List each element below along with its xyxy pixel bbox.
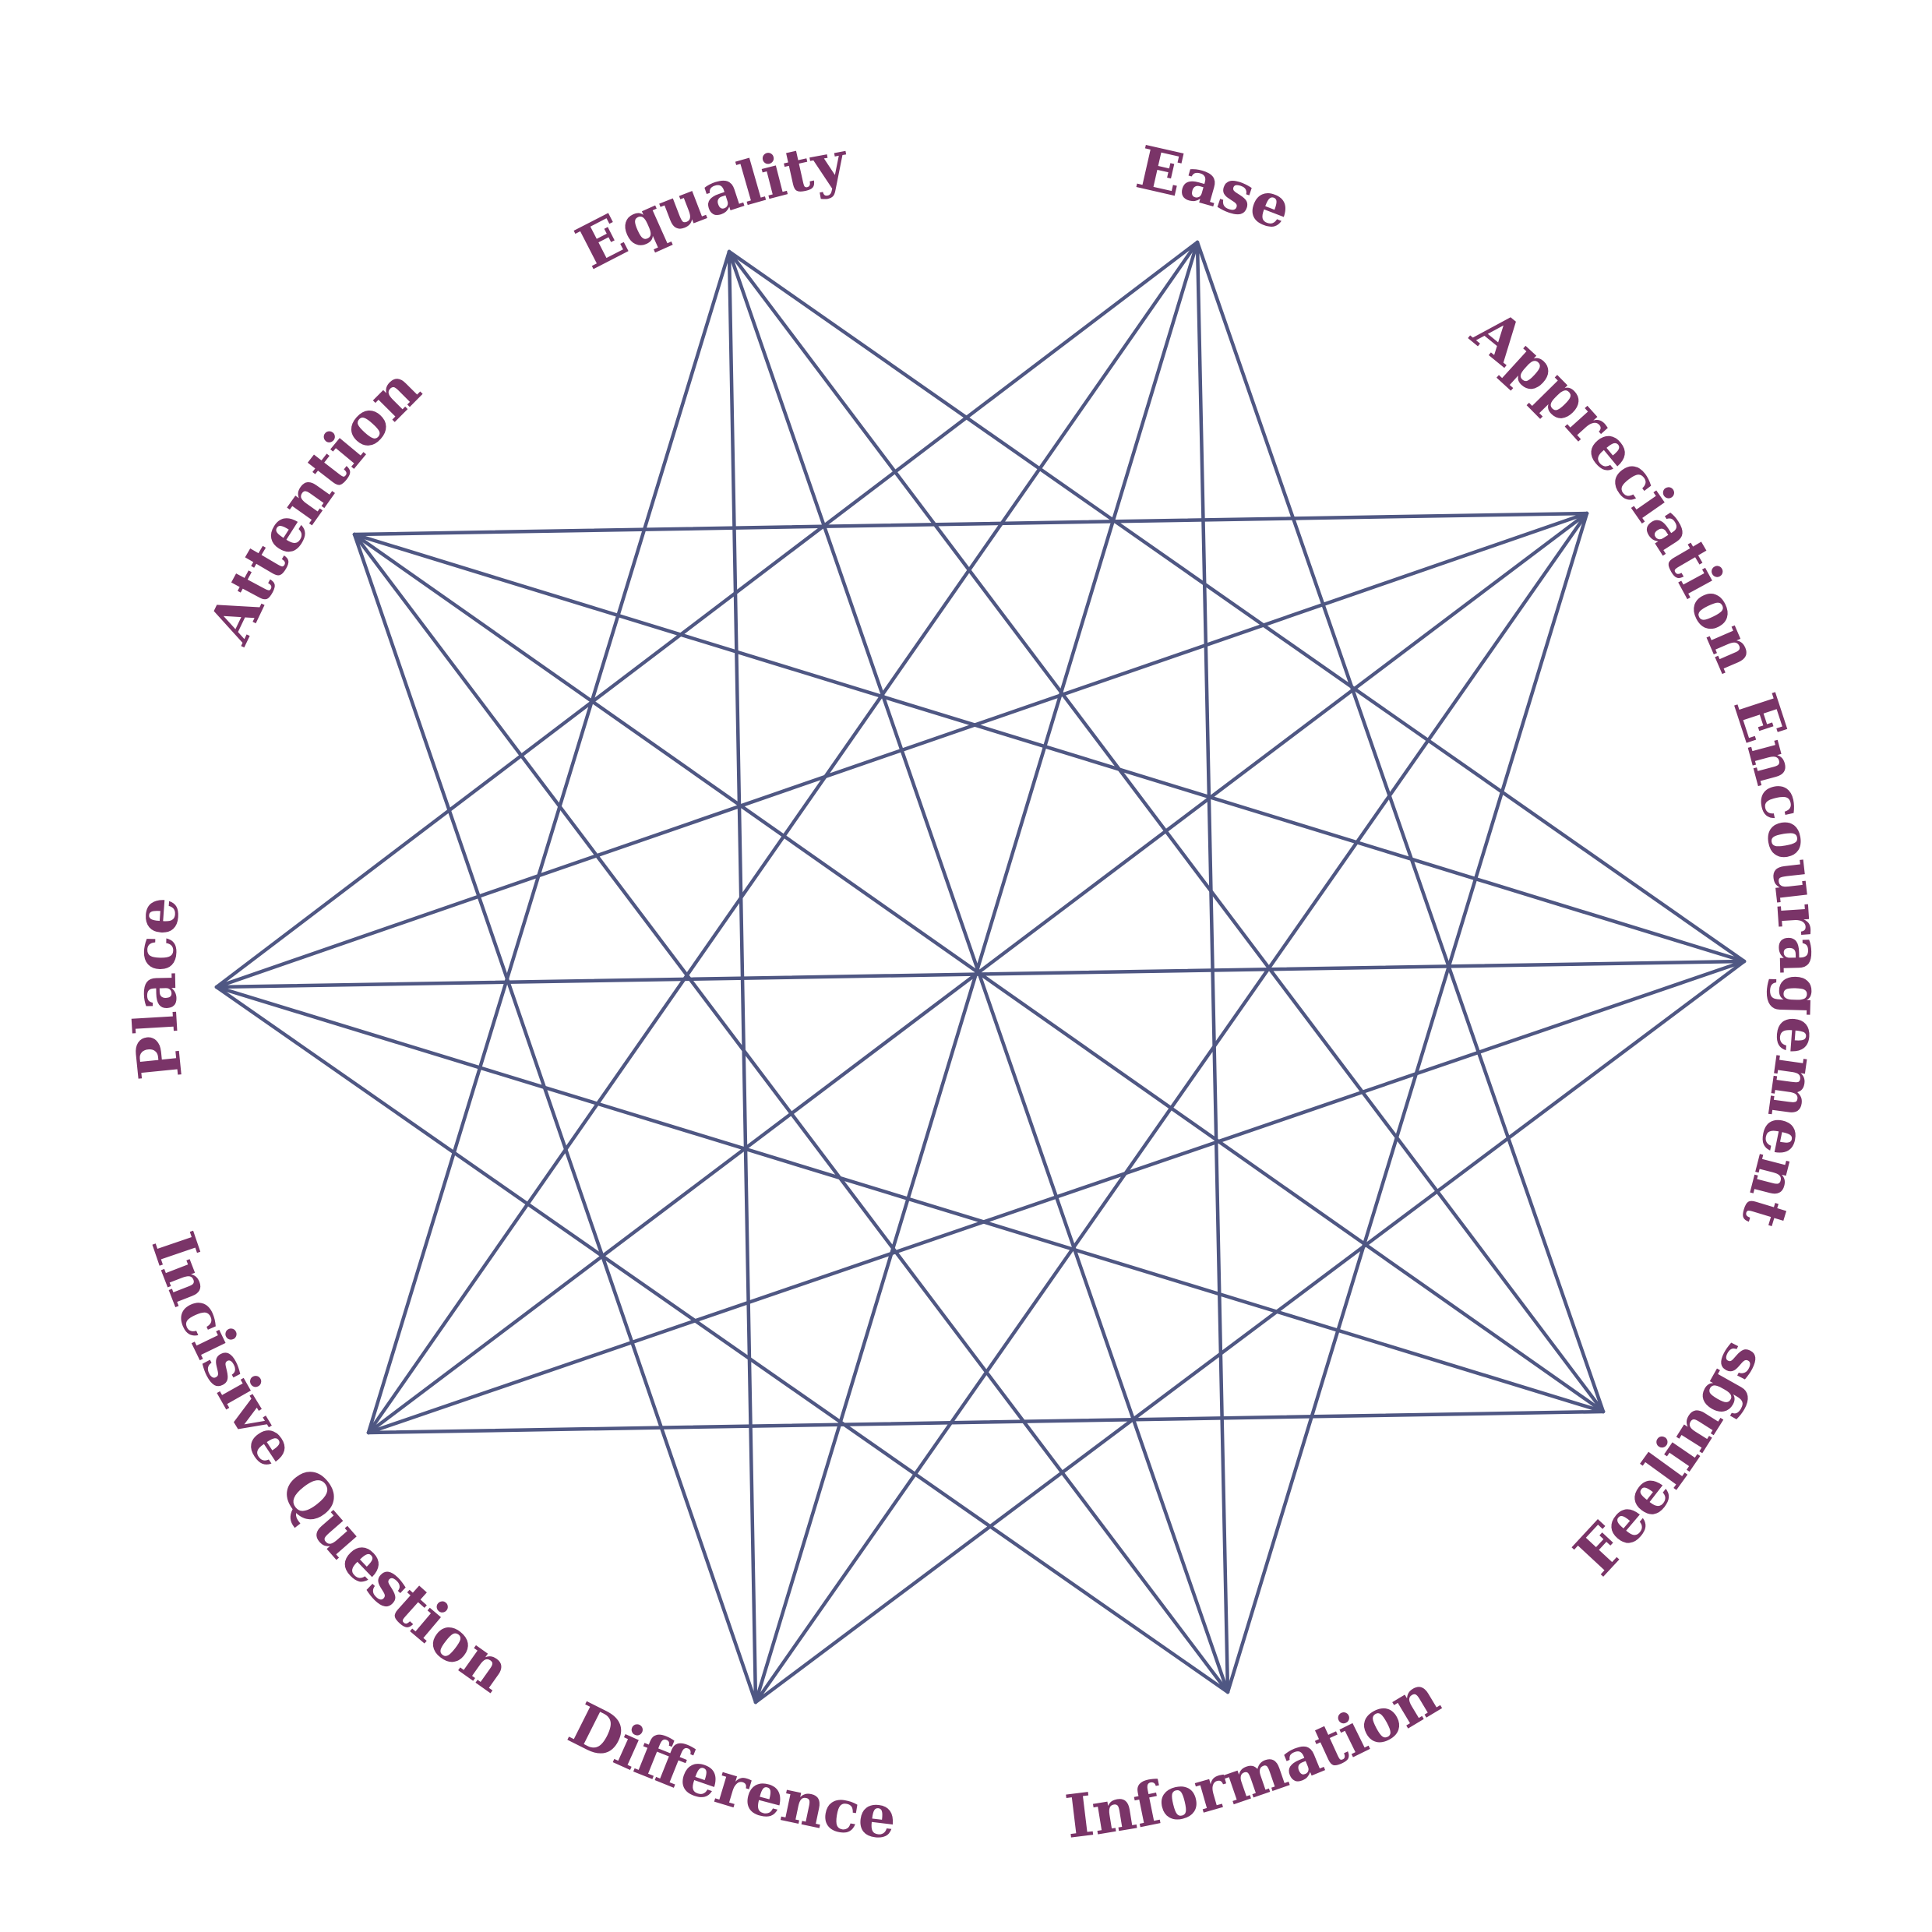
- label-attention: Attention: [194, 354, 433, 654]
- label-appreciation-text: Appreciation: [1459, 295, 1774, 681]
- label-appreciation: Appreciation: [1459, 295, 1774, 681]
- label-difference-text: Difference: [559, 1689, 900, 1853]
- chord-0-3: [1195, 240, 1606, 1414]
- chord-0-7: [214, 240, 1200, 989]
- label-equality-text: Equality: [566, 127, 854, 283]
- chord-3-6: [366, 1409, 1606, 1435]
- label-equality: Equality: [566, 127, 854, 283]
- chord-1-8: [352, 511, 1589, 537]
- chord-1-7: [214, 511, 1589, 989]
- chord-4-9: [727, 249, 1230, 1694]
- label-difference: Difference: [559, 1689, 900, 1853]
- chord-1-4: [1225, 511, 1589, 1694]
- label-feelings-text: Feelings: [1561, 1327, 1772, 1588]
- label-attention-text: Attention: [194, 354, 433, 654]
- chord-2-8: [352, 532, 1747, 964]
- label-information: Information: [1062, 1660, 1451, 1852]
- label-place: Place: [120, 894, 196, 1083]
- star-lines: [214, 240, 1747, 1705]
- label-ease: Ease: [1130, 132, 1301, 244]
- label-feelings: Feelings: [1561, 1327, 1772, 1588]
- chord-2-9: [727, 249, 1747, 964]
- chord-5-8: [352, 532, 758, 1705]
- label-incisive-question: Incisive Question: [138, 1224, 524, 1705]
- chord-4-8: [352, 532, 1230, 1694]
- label-ease-text: Ease: [1130, 132, 1301, 244]
- chord-5-9: [727, 249, 758, 1705]
- chord-0-6: [366, 240, 1200, 1435]
- chord-4-7: [214, 985, 1230, 1694]
- chord-3-7: [214, 985, 1606, 1414]
- chord-3-9: [727, 249, 1606, 1414]
- component-labels: Ease Appreciation Encouragement Feelings…: [120, 127, 1836, 1853]
- label-place-text: Place: [120, 894, 196, 1083]
- label-information-text: Information: [1062, 1660, 1451, 1852]
- chord-6-9: [366, 249, 732, 1435]
- label-incisive-question-text: Incisive Question: [138, 1224, 524, 1705]
- chord-0-4: [1195, 240, 1230, 1694]
- chord-2-5: [753, 959, 1747, 1705]
